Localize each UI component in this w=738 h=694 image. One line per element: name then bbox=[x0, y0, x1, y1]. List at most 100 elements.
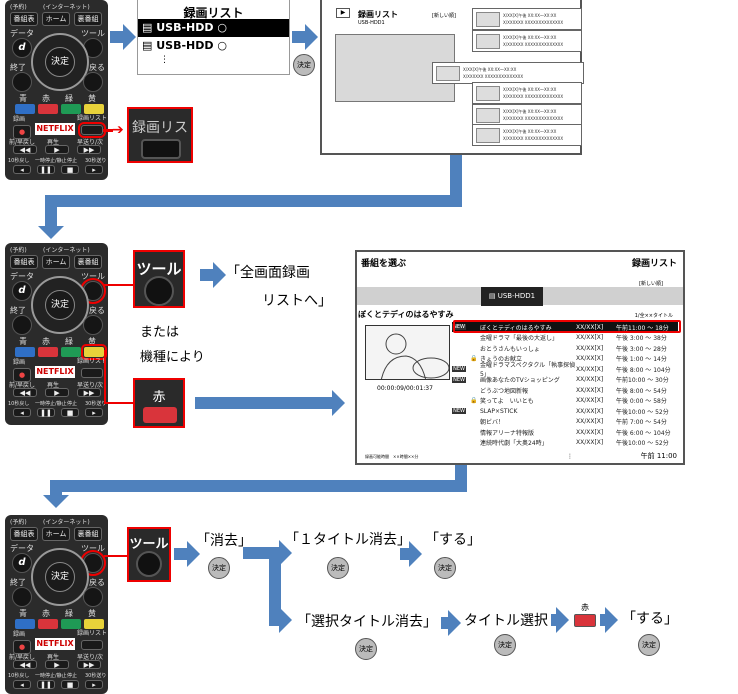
pause-button[interactable]: ❚❚ bbox=[37, 165, 55, 174]
stop-button[interactable]: ■ bbox=[61, 408, 79, 417]
blue-button[interactable] bbox=[15, 347, 35, 357]
epg-button[interactable]: 番組表 bbox=[10, 255, 38, 269]
selected-program-title: ぼくとテディのはるやすみ bbox=[358, 310, 454, 319]
exit-button[interactable] bbox=[12, 72, 32, 92]
red-button[interactable] bbox=[38, 347, 58, 357]
exit-button[interactable] bbox=[12, 315, 32, 335]
rec-label: 録画 bbox=[13, 116, 26, 123]
recording-row[interactable]: 朝ビバ！XX/XX[X]午前 7:00 ～ 54分 bbox=[452, 417, 678, 427]
device-list-title: 録画リスト bbox=[183, 6, 244, 20]
rec-button[interactable]: ● bbox=[13, 368, 31, 382]
device-tab[interactable]: ▤ USB-HDD1 bbox=[481, 287, 543, 306]
flow-arrow bbox=[400, 541, 422, 567]
skip-back-button[interactable]: ◂ bbox=[13, 680, 31, 689]
red-button[interactable] bbox=[38, 619, 58, 629]
d-button[interactable]: d bbox=[12, 281, 32, 301]
flow-arrow-down bbox=[43, 480, 69, 508]
play-button[interactable]: ▶ bbox=[45, 145, 69, 154]
green-button[interactable] bbox=[61, 104, 81, 114]
yellow-button[interactable] bbox=[84, 619, 104, 629]
ura-button[interactable]: 裏番組 bbox=[74, 527, 102, 541]
row-date: XX/XX[X] bbox=[576, 397, 604, 404]
rew-button[interactable]: ◀◀ bbox=[13, 388, 37, 397]
flow-connector bbox=[50, 480, 467, 492]
skip-fwd-label: 30秒送り bbox=[85, 673, 107, 679]
back-button[interactable] bbox=[83, 587, 103, 607]
ok-button[interactable]: 決定 bbox=[45, 290, 75, 320]
yellow-button[interactable] bbox=[81, 344, 107, 360]
netflix-button[interactable]: NETFLIX bbox=[35, 638, 75, 650]
red-button-label: 赤 bbox=[581, 603, 589, 612]
blue-button[interactable] bbox=[15, 619, 35, 629]
d-button[interactable]: d bbox=[12, 553, 32, 573]
pause-button[interactable]: ❚❚ bbox=[37, 680, 55, 689]
ura-button[interactable]: 裏番組 bbox=[74, 255, 102, 269]
ff-button[interactable]: ▶▶ bbox=[77, 660, 101, 669]
back-button[interactable] bbox=[83, 315, 103, 335]
device-item[interactable]: ▤ USB-HDD ○ bbox=[142, 39, 227, 52]
pointer-line bbox=[104, 284, 134, 286]
rec-button[interactable]: ● bbox=[13, 640, 31, 654]
skip-fwd-button[interactable]: ▸ bbox=[85, 408, 103, 417]
green-button[interactable] bbox=[61, 347, 81, 357]
pause-button[interactable]: ❚❚ bbox=[37, 408, 55, 417]
green-button[interactable] bbox=[61, 619, 81, 629]
ff-button[interactable]: ▶▶ bbox=[77, 388, 101, 397]
home-button[interactable]: ホーム bbox=[42, 255, 70, 269]
epg-button[interactable]: 番組表 bbox=[10, 527, 38, 541]
home-button[interactable]: ホーム bbox=[42, 12, 70, 26]
device-item-selected[interactable]: ▤ USB-HDD ○ bbox=[138, 19, 289, 37]
netflix-button[interactable]: NETFLIX bbox=[35, 123, 75, 135]
ok-button[interactable]: 決定 bbox=[45, 562, 75, 592]
row-date: XX/XX[X] bbox=[576, 428, 604, 436]
netflix-button[interactable]: NETFLIX bbox=[35, 366, 75, 378]
rew-button[interactable]: ◀◀ bbox=[13, 660, 37, 669]
play-button[interactable]: ▶ bbox=[45, 388, 69, 397]
play-label: 再生 bbox=[47, 139, 60, 146]
rew-button[interactable]: ◀◀ bbox=[13, 145, 37, 154]
epg-button[interactable]: 番組表 bbox=[10, 12, 38, 26]
red-button[interactable] bbox=[38, 104, 58, 114]
ura-button[interactable]: 裏番組 bbox=[74, 12, 102, 26]
exit-button[interactable] bbox=[12, 587, 32, 607]
rec-button[interactable]: ● bbox=[13, 125, 31, 139]
play-label: 再生 bbox=[47, 654, 60, 661]
back-button[interactable] bbox=[83, 72, 103, 92]
skip-fwd-button[interactable]: ▸ bbox=[85, 165, 103, 174]
skip-fwd-button[interactable]: ▸ bbox=[85, 680, 103, 689]
recording-row[interactable]: 金曜ドラマ「最後の大返し」XX/XX[X]午後 3:00 ～ 38分 bbox=[452, 333, 678, 343]
stop-button[interactable]: ■ bbox=[61, 165, 79, 174]
yellow-button[interactable] bbox=[84, 104, 104, 114]
skip-back-label: 10秒戻し bbox=[8, 158, 30, 164]
skip-back-button[interactable]: ◂ bbox=[13, 408, 31, 417]
reclist-button[interactable] bbox=[81, 368, 103, 378]
blue-button[interactable] bbox=[15, 104, 35, 114]
red-button-label: 赤 bbox=[152, 390, 166, 405]
recording-row[interactable]: 連続時代劇「大奥24時」XX/XX[X]午後10:00 ～ 52分 bbox=[452, 438, 678, 448]
stop-button[interactable]: ■ bbox=[61, 680, 79, 689]
header-right: 録画リスト bbox=[631, 259, 677, 269]
d-button[interactable]: d bbox=[12, 38, 32, 58]
ok-button[interactable]: 決定 bbox=[45, 47, 75, 77]
reclist-button[interactable] bbox=[78, 122, 106, 138]
play-button[interactable]: ▶ bbox=[45, 660, 69, 669]
home-button[interactable]: ホーム bbox=[42, 527, 70, 541]
reclist-button[interactable] bbox=[81, 640, 103, 650]
ff-button[interactable]: ▶▶ bbox=[77, 145, 101, 154]
skip-back-button[interactable]: ◂ bbox=[13, 165, 31, 174]
